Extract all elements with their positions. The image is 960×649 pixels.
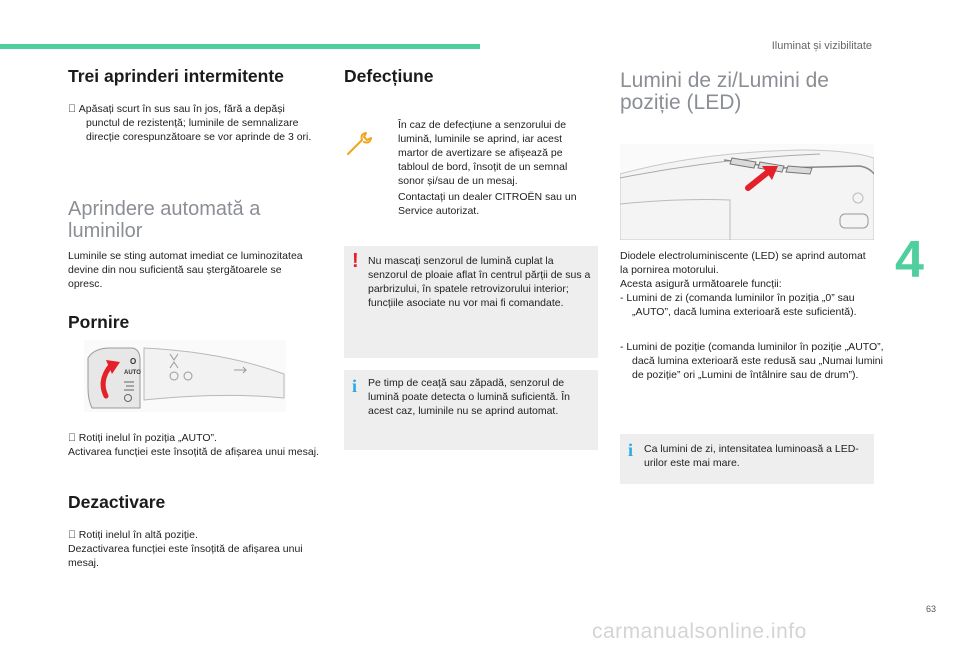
drl-intro: Diodele electroluminiscente (LED) se apr… (620, 250, 866, 276)
drl-item-daytime: - Lumini de zi (comanda luminilor în poz… (620, 292, 857, 318)
info-icon: i (352, 376, 358, 396)
drl-functions-intro: Acesta asigură următoarele funcții: (620, 278, 782, 290)
info-icon: i (628, 440, 634, 460)
drl-info-text: Ca lumini de zi, intensitatea luminoasă … (644, 443, 859, 469)
info-note: i Pe timp de ceață sau zăpadă, senzorul … (344, 370, 598, 450)
stalk-label-o: O (130, 357, 136, 366)
deactivate-instruction:  Rotiți inelul în altă poziție. (68, 529, 198, 541)
start-instruction:  Rotiți inelul în poziția „AUTO”. (68, 432, 217, 444)
section-title-start: Pornire (68, 312, 130, 332)
section-title-fault: Defecțiune (344, 66, 434, 86)
page-number: 63 (926, 604, 937, 614)
drl-item-position: - Lumini de poziție (comanda luminilor î… (620, 341, 884, 381)
section-title-drl: Lumini de zi/Lumini de poziție (LED) (620, 69, 829, 114)
section-title-deactivate: Dezactivare (68, 492, 166, 512)
chapter-title: Iluminat și vizibilitate (771, 40, 872, 52)
three-flashes-text:  Apăsați scurt în sus sau în jos, fără … (68, 103, 311, 143)
wrench-icon (344, 130, 374, 160)
car-front-illustration (619, 144, 875, 241)
chapter-number: 4 (895, 231, 924, 289)
deactivate-text: Dezactivarea funcției este însoțită de a… (68, 543, 303, 569)
warning-icon: ! (352, 250, 359, 272)
stalk-label-auto: AUTO (124, 370, 141, 376)
warning-text: Nu mascați senzorul de lumină cuplat la … (368, 255, 591, 309)
led-lights-image (619, 149, 875, 241)
warning-note: ! Nu mascați senzorul de lumină cuplat l… (344, 246, 598, 358)
start-text: Activarea funcției este însoțită de afiș… (68, 446, 319, 458)
watermark: carmanualsonline.info (592, 620, 807, 643)
info-text: Pe timp de ceață sau zăpadă, senzorul de… (368, 377, 570, 417)
auto-lights-text: Luminile se sting automat imediat ce lum… (68, 250, 303, 290)
fault-contact-text: Contactați un dealer CITROËN sau un Serv… (398, 191, 577, 217)
fault-text: În caz de defecțiune a senzorului de lum… (398, 119, 568, 187)
section-title-three-flashes: Trei aprinderi intermitente (68, 66, 284, 86)
section-title-auto-lights: Aprindere automată a luminilor (68, 198, 261, 242)
chapter-accent-bar (0, 44, 480, 49)
light-stalk-image: O AUTO (87, 347, 285, 409)
stalk-illustration: O AUTO (84, 340, 286, 412)
drl-info-note: i Ca lumini de zi, intensitatea luminoas… (620, 434, 874, 484)
